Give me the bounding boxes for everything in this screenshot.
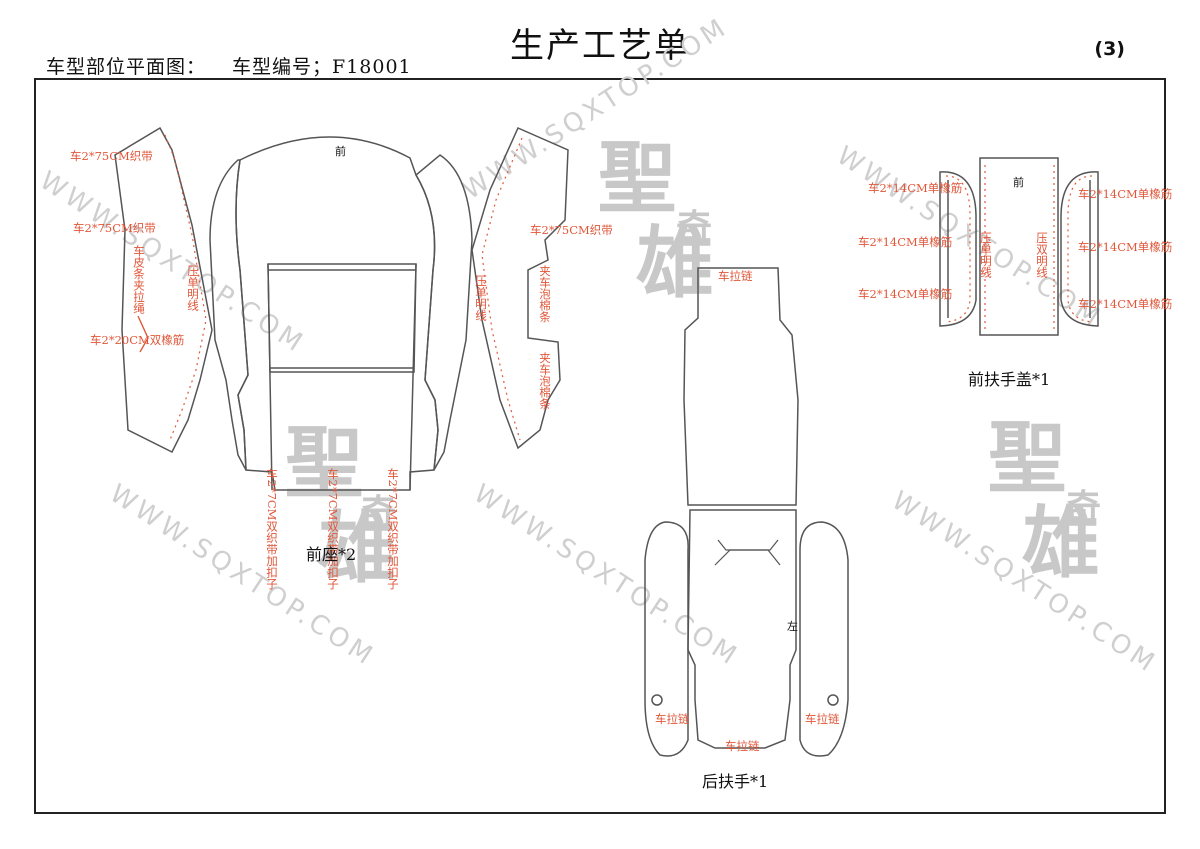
front-seat-left-bolster	[209, 159, 249, 471]
annotation: 车2*14CM单橡筋	[1078, 240, 1172, 254]
rear-armrest-top-panel	[683, 267, 799, 506]
annotation-vertical: 压单明线	[186, 265, 200, 311]
page-title: 生产工艺单	[510, 26, 690, 66]
seam-line	[164, 134, 207, 441]
annotation: 车2*75CM织带	[70, 149, 153, 163]
annotation: 车2*14CM单橡筋	[1078, 297, 1172, 311]
rear-armrest-left-mark: 左	[787, 620, 798, 633]
annotation-vertical: 夹车泡棉条	[538, 352, 552, 410]
seam-line	[1067, 175, 1093, 323]
annotation: 车2*75CM织带	[73, 221, 156, 235]
annotation-vertical: 夹车泡棉条	[538, 265, 552, 323]
annotation-vertical: 压单明线	[474, 275, 488, 321]
annotation-vertical: 压双明线	[1035, 232, 1049, 278]
annotation-vertical: 车皮条夹拉绳	[132, 244, 146, 314]
annotation: 车2*14CM单橡筋	[1078, 187, 1172, 201]
brand-char: 雄	[318, 503, 396, 594]
pocket-mark	[714, 549, 781, 566]
drawing-frame	[34, 78, 1166, 814]
front-armrest-group: 前 车2*14CM单橡筋 车2*14CM单橡筋 车2*14CM单橡筋 车2*14…	[858, 157, 1172, 389]
annotation-vertical: 压单明线	[979, 232, 993, 278]
rear-armrest-bottom-panel	[687, 509, 797, 749]
rear-armrest-label: 后扶手*1	[702, 772, 768, 791]
pocket-mark	[717, 539, 779, 551]
front-armrest-front-mark: 前	[1013, 175, 1024, 189]
front-armrest-right-side	[1060, 171, 1099, 327]
header-info: 车型部位平面图： 车型编号；F18001	[46, 52, 438, 79]
front-seat-group: 前 车2*75CM织带 车2*75CM织带 车皮条夹拉绳 压单明线 车2*20C…	[70, 126, 613, 589]
panel-edge	[267, 263, 273, 491]
annotation: 车2*14CM单橡筋	[868, 181, 962, 195]
annotation: 车拉链	[718, 269, 753, 283]
annotation-tab: 车2*7CM双织带加扣子	[265, 467, 279, 589]
zip-pull	[651, 694, 663, 706]
panel-edge	[409, 263, 417, 491]
brand-char: 奇	[1065, 487, 1101, 529]
brand-char: 聖	[285, 418, 363, 509]
brand-char: 雄	[1022, 498, 1100, 589]
brand-char: 聖	[598, 133, 676, 224]
brand-char: 奇	[676, 207, 712, 249]
brand-char: 雄	[636, 218, 714, 309]
front-armrest-left-side	[939, 171, 977, 327]
watermark-url: WWW.SQXTOP.COM	[468, 479, 744, 673]
annotation-tab: 车2*7CM双织带加扣子	[326, 467, 340, 589]
plan-label: 车型部位平面图：	[46, 56, 207, 78]
annotation-tab: 车2*7CM双织带加扣子	[386, 467, 400, 589]
page-number: (3)	[1094, 38, 1125, 60]
rear-armrest-group: 车拉链 车拉链 车拉链 车拉链 左 后扶手*1	[644, 267, 849, 791]
watermark-url: WWW.SQXTOP.COM	[457, 12, 733, 206]
annotation: 车拉链	[805, 712, 840, 726]
seam-line	[945, 175, 971, 323]
zip-pull	[827, 694, 839, 706]
brand-char: 聖	[988, 413, 1066, 504]
seam-mark	[137, 315, 149, 353]
brand-watermark: 聖 奇 雄	[285, 418, 396, 594]
brand-char: 奇	[360, 492, 396, 534]
brand-watermark: 聖 奇 雄	[598, 133, 714, 309]
front-seat-right-strip	[471, 127, 569, 450]
model-code: 车型编号；F18001	[232, 56, 412, 78]
brand-watermark: 聖 奇 雄	[988, 413, 1101, 589]
rear-armrest-right-side	[799, 521, 849, 757]
annotation: 车拉链	[725, 739, 760, 753]
rear-armrest-left-side	[644, 521, 689, 757]
annotation: 车拉链	[655, 712, 690, 726]
annotation: 车2*75CM织带	[530, 223, 613, 237]
annotation: 车2*14CM单橡筋	[858, 287, 952, 301]
annotation: 车2*14CM单橡筋	[858, 235, 952, 249]
front-armrest-label: 前扶手盖*1	[968, 370, 1050, 389]
front-seat-front-mark: 前	[335, 144, 346, 158]
watermarks: WWW.SQXTOP.COM WWW.SQXTOP.COM WWW.SQXTOP…	[34, 12, 1162, 680]
front-seat-label: 前座*2	[306, 545, 356, 564]
annotation: 车2*20CM双橡筋	[90, 333, 184, 347]
front-seat-right-bolster	[415, 154, 473, 471]
front-armrest-center	[979, 157, 1059, 336]
